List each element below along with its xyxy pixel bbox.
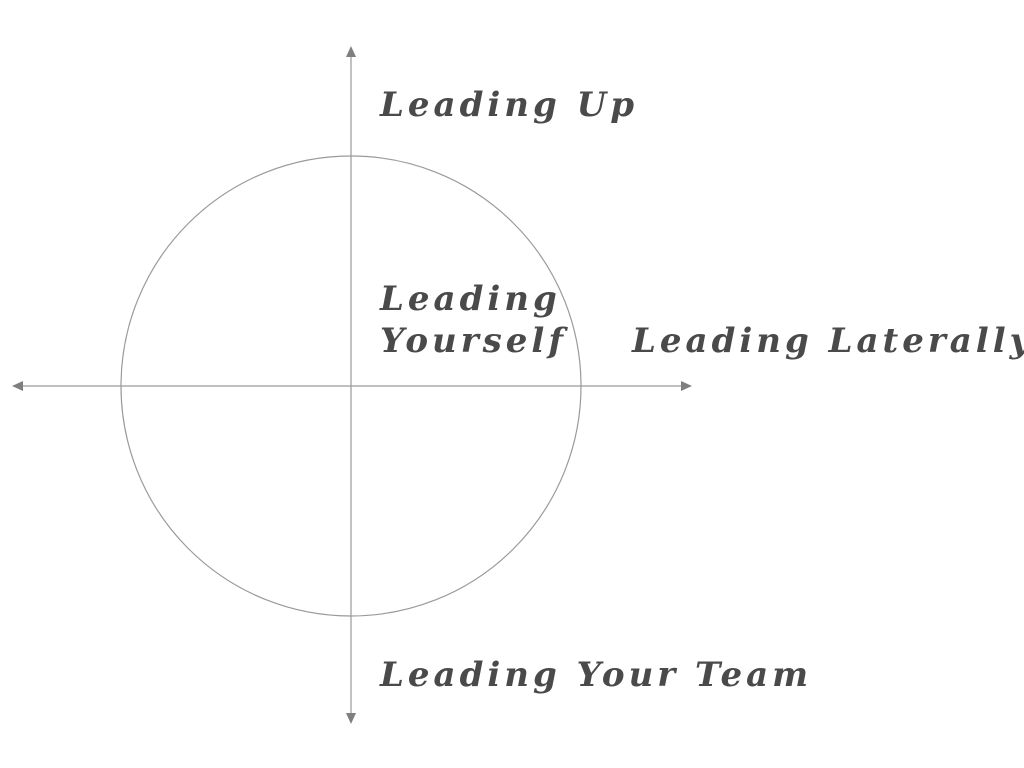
label-leading-laterally: Leading Laterally: [632, 321, 1024, 361]
label-leading-yourself: Leading Yourself: [380, 278, 567, 362]
label-leading-up: Leading Up: [380, 85, 639, 125]
label-leading-yourself-line-2: Yourself: [380, 321, 567, 361]
label-leading-yourself-line-1: Leading: [380, 279, 561, 319]
arrow-right-icon: [681, 381, 692, 391]
arrow-down-icon: [346, 713, 356, 724]
label-leading-your-team: Leading Your Team: [380, 655, 813, 695]
arrow-up-icon: [346, 46, 356, 57]
arrow-left-icon: [12, 381, 23, 391]
